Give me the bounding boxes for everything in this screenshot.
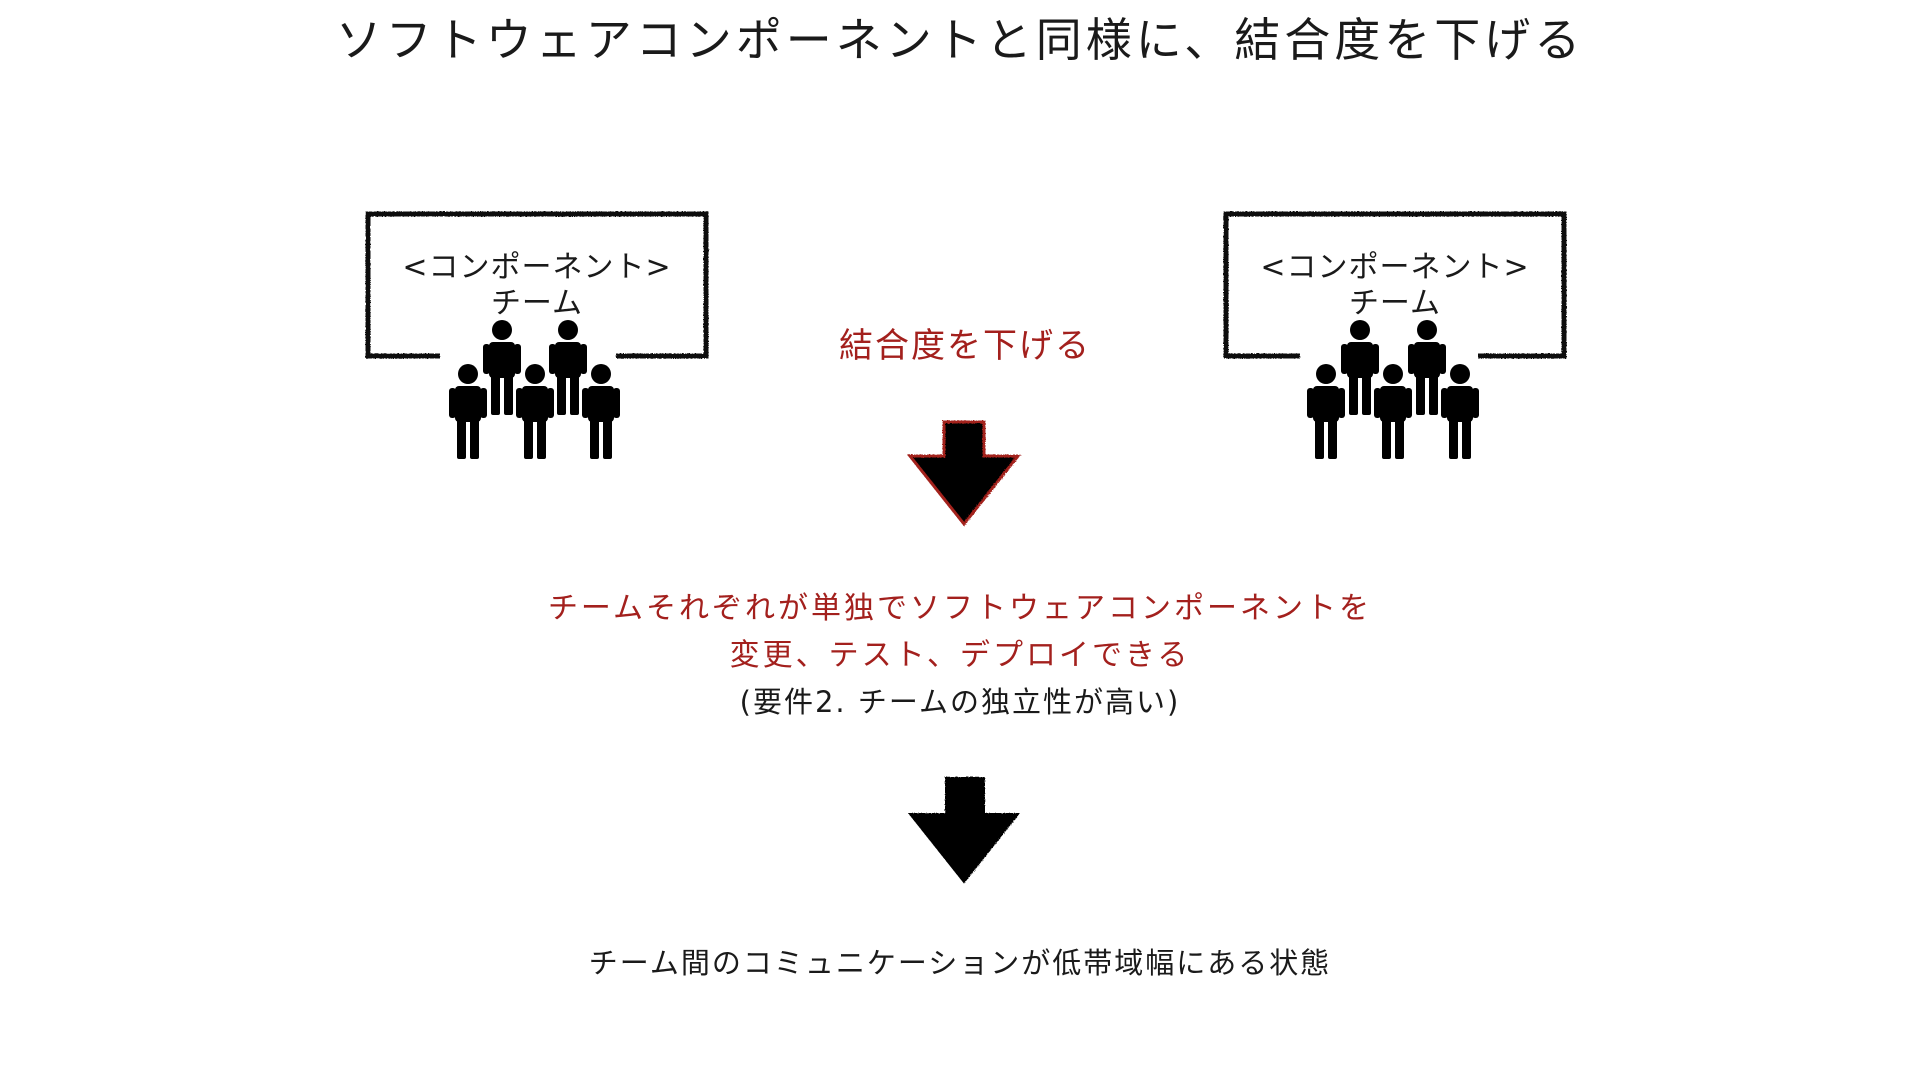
team-label-line: <コンポーネント>: [402, 250, 672, 285]
team-label-line: チーム: [490, 286, 584, 321]
team-box-left: [365, 211, 709, 359]
team-box-right: [1223, 211, 1567, 359]
result-line-1: チームそれぞれが単独でソフトウェアコンポーネントを: [547, 591, 1373, 626]
people-group-icon: [449, 320, 620, 459]
arrow-down-icon: [906, 420, 1022, 527]
people-group-icon: [1307, 320, 1479, 459]
coupling-label: 結合度を下げる: [830, 318, 1100, 367]
team-label-line: チーム: [1348, 286, 1442, 321]
arrow-down-icon: [907, 777, 1021, 884]
team-label-line: <コンポーネント>: [1260, 250, 1530, 285]
result-line-2: 変更、テスト、デプロイできる: [729, 638, 1191, 673]
team-label-left: <コンポーネント> チーム: [372, 250, 702, 322]
slide-title: ソフトウェアコンポーネントと同様に、結合度を下げる: [335, 13, 1585, 67]
result-note: (要件2. チームの独立性が高い): [739, 685, 1181, 719]
conclusion-text: チーム間のコミュニケーションが低帯域幅にある状態: [588, 946, 1332, 980]
team-label-right: <コンポーネント> チーム: [1230, 250, 1560, 322]
